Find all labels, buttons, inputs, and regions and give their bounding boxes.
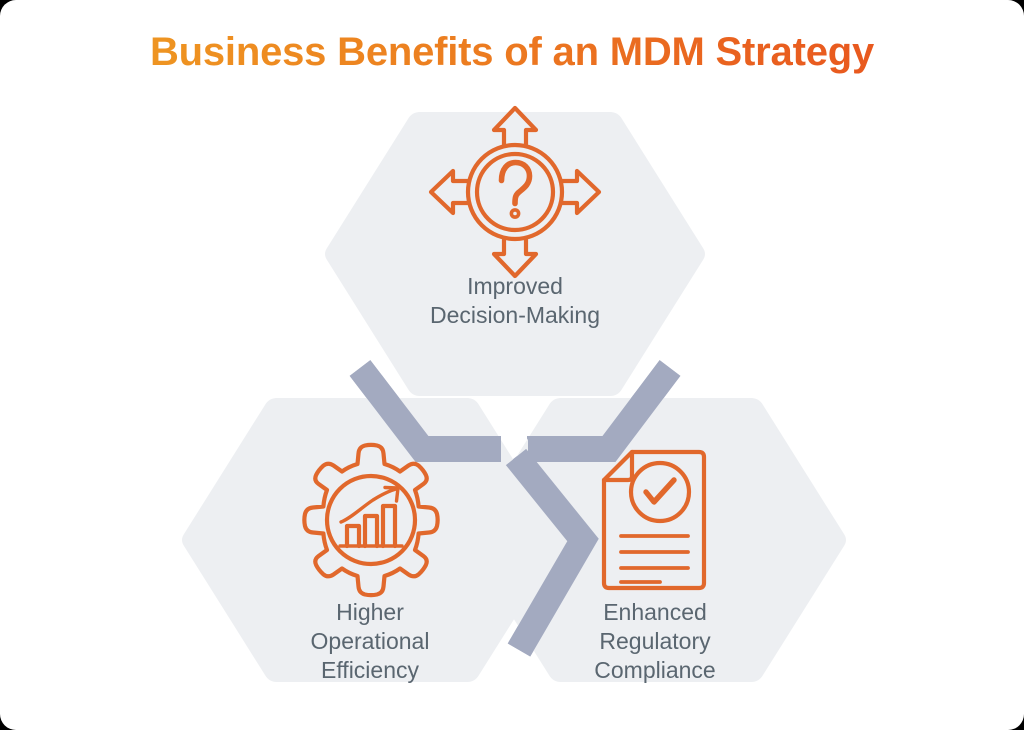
hexagon-improved-decision-making[interactable] bbox=[325, 112, 705, 396]
hexagon-label-enhanced-regulatory-compliance: Enhanced Regulatory Compliance bbox=[515, 598, 795, 685]
hexagon-label-line: Regulatory bbox=[599, 627, 711, 654]
document-check-icon bbox=[601, 449, 707, 591]
gear-bar-chart-icon bbox=[302, 442, 440, 598]
hexagon-label-line: Decision-Making bbox=[429, 301, 600, 328]
page-title: Business Benefits of an MDM Strategy bbox=[0, 30, 1024, 74]
connector-top-left-overlay bbox=[349, 360, 501, 462]
hexagon-label-line: Improved bbox=[467, 273, 563, 299]
hexagon-label-higher-operational-efficiency: Higher Operational Efficiency bbox=[230, 598, 510, 685]
hexagon-label-improved-decision-making: Improved Decision-Making bbox=[355, 272, 675, 330]
hexagon-higher-operational-efficiency[interactable] bbox=[182, 398, 562, 682]
hexagon-enhanced-regulatory-compliance[interactable] bbox=[466, 398, 846, 682]
hexagon-label-line: Higher bbox=[336, 599, 404, 625]
connector-top-right-overlay bbox=[528, 360, 681, 462]
connector-group-overlay bbox=[349, 360, 681, 657]
question-mark-four-arrows-icon bbox=[428, 105, 602, 279]
hexagon-label-line: Compliance bbox=[594, 656, 716, 683]
hexagon-label-line: Enhanced bbox=[603, 599, 707, 625]
connector-bottom-overlay bbox=[505, 448, 599, 657]
hexagon-label-line: Efficiency bbox=[320, 656, 419, 683]
hexagon-label-line: Operational bbox=[310, 627, 430, 654]
